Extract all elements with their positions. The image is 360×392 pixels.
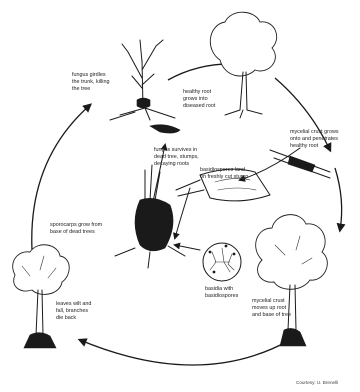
label-survives-line-2: dead tree, stumps, bbox=[154, 154, 199, 160]
label-healthy-root-line-1: healthy root bbox=[183, 89, 212, 95]
label-basidia-line-1: basidia with bbox=[205, 286, 233, 292]
label-leaves: leaves wilt and fall, branches die back bbox=[56, 301, 91, 321]
label-healthy-root: healthy root grows into diseased root bbox=[183, 89, 216, 109]
label-girdle: fungus girdles the trunk, killing the tr… bbox=[72, 72, 109, 92]
label-basidiospores-line-2: on freshly cut stump bbox=[200, 174, 248, 180]
label-crust-moves: mycelial crust moves up root and base of… bbox=[252, 298, 291, 318]
label-leaves-line-3: die back bbox=[56, 315, 76, 321]
label-girdle-line-3: the tree bbox=[72, 86, 90, 92]
label-healthy-root-line-3: diseased root bbox=[183, 103, 216, 109]
label-basidia-line-2: basidiospores bbox=[205, 293, 239, 299]
label-crust-moves-line-3: and base of tree bbox=[252, 312, 291, 318]
label-crust-grows-line-3: healthy root bbox=[290, 143, 319, 149]
label-crust-grows: mycelial crust grows onto and penetrates… bbox=[290, 129, 339, 149]
healthy-tree-bottom-right bbox=[256, 215, 328, 346]
arrow-basidia-to-sporocarp bbox=[175, 245, 200, 250]
label-survives-line-1: fungus survives in bbox=[154, 147, 197, 153]
label-basidiospores: basidiospores land on freshly cut stump bbox=[200, 167, 248, 180]
root-crust-right bbox=[270, 150, 330, 178]
label-girdle-line-1: fungus girdles bbox=[72, 72, 106, 78]
label-sporocarps-line-1: sporocarps grow from bbox=[50, 222, 103, 228]
label-crust-grows-line-1: mycelial crust grows bbox=[290, 129, 339, 135]
label-basidiospores-line-1: basidiospores land bbox=[200, 167, 245, 173]
healthy-tree-top bbox=[210, 12, 276, 118]
sporocarp-dead-tree bbox=[115, 165, 185, 268]
label-sporocarps: sporocarps grow from base of dead trees bbox=[50, 222, 103, 235]
label-girdle-line-2: the trunk, killing bbox=[72, 79, 109, 85]
arrow-bottom bbox=[80, 340, 290, 365]
dead-tree-girdled bbox=[110, 40, 180, 133]
label-sporocarps-line-2: base of dead trees bbox=[50, 229, 95, 235]
image-credit: Courtesy: U. Brenelli bbox=[296, 380, 338, 385]
basidia-circle bbox=[203, 243, 241, 281]
label-crust-moves-line-1: mycelial crust bbox=[252, 298, 285, 304]
label-leaves-line-2: fall, branches bbox=[56, 308, 88, 314]
label-crust-grows-line-2: onto and penetrates bbox=[290, 136, 338, 142]
label-basidia: basidia with basidiospores bbox=[205, 286, 239, 299]
label-leaves-line-1: leaves wilt and bbox=[56, 301, 91, 307]
arrow-right-lower bbox=[335, 168, 342, 230]
label-survives-line-3: decaying roots bbox=[154, 161, 189, 167]
label-crust-moves-line-2: moves up root bbox=[252, 305, 287, 311]
wilting-tree-left bbox=[13, 245, 70, 348]
arrow-stump-to-sporocarp bbox=[175, 188, 190, 238]
label-survives: fungus survives in dead tree, stumps, de… bbox=[154, 147, 199, 167]
label-healthy-root-line-2: grows into bbox=[183, 96, 208, 102]
